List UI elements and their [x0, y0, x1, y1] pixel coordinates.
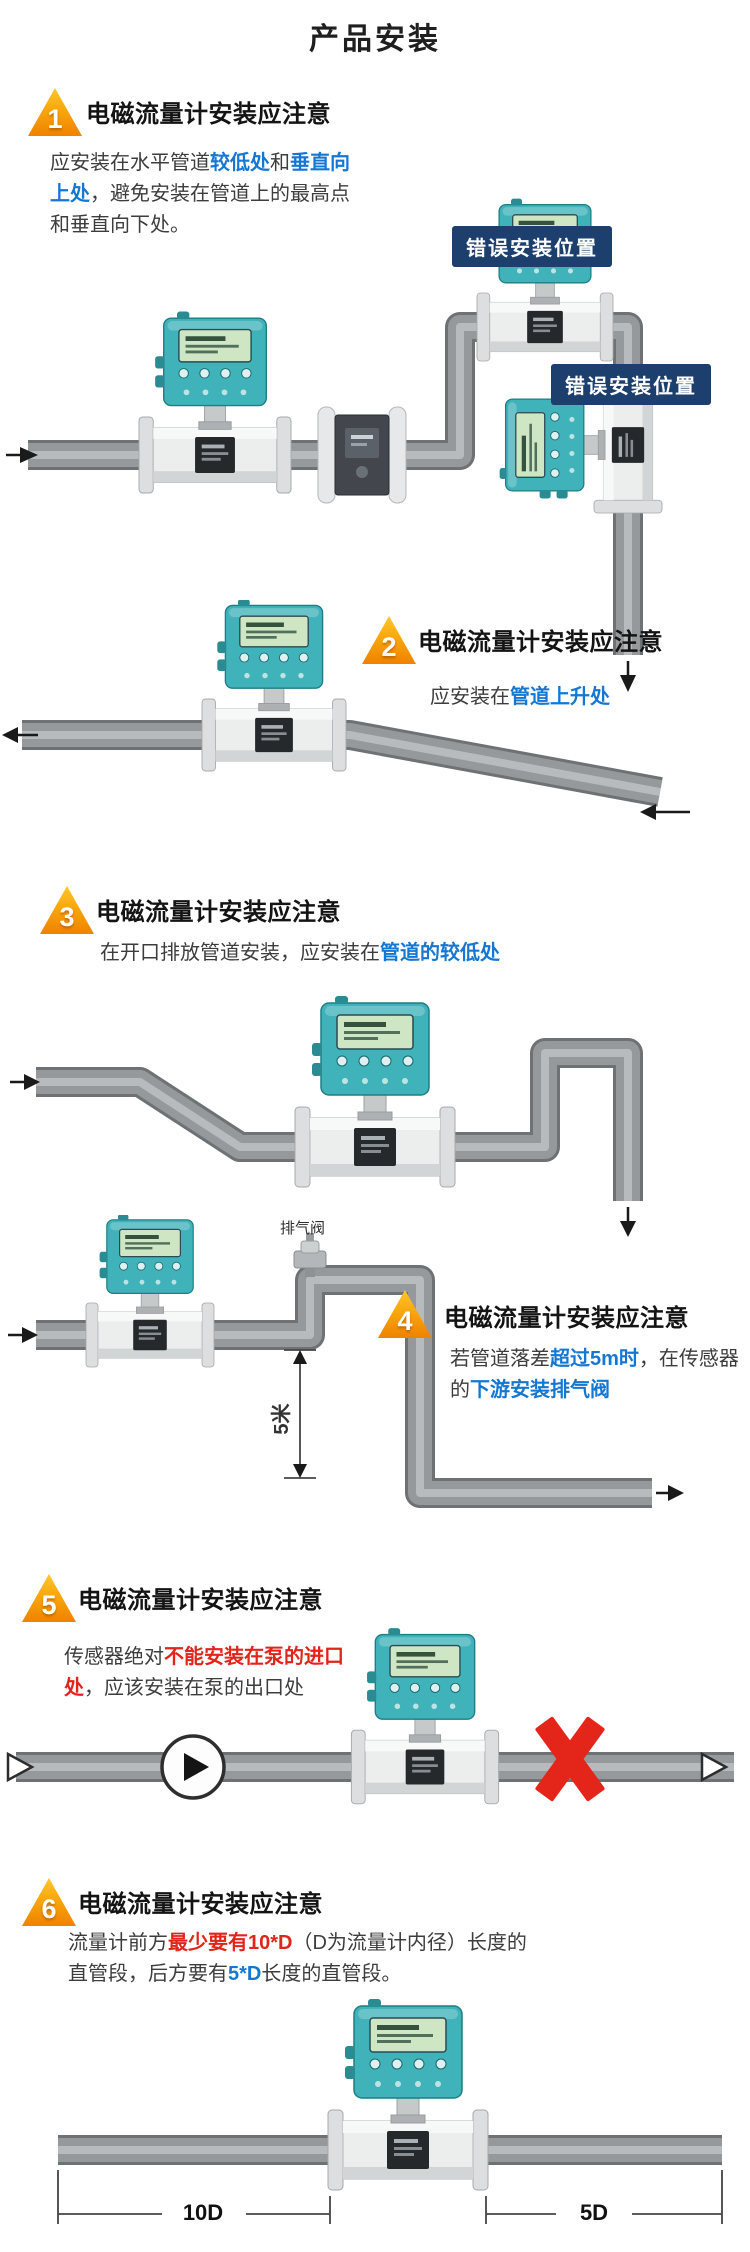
highlight-text: 5*D: [228, 1963, 262, 1985]
front-straight-length-label: 10D: [182, 2200, 224, 2225]
badge-number: 1: [47, 104, 63, 134]
section-2-title: 电磁流量计安装应注意: [418, 629, 663, 656]
section-4-title: 电磁流量计安装应注意: [444, 1305, 689, 1332]
pump-icon: [160, 1734, 226, 1800]
text-run: 应安装在水平管道: [50, 152, 210, 174]
illustration-1: [6, 198, 663, 692]
illustration-6: [57, 1998, 723, 2224]
section-3-title: 电磁流量计安装应注意: [96, 899, 341, 926]
flow-arrow-right-icon: [656, 1485, 684, 1501]
section-6-text: 流量计前方最少要有10*D（D为流量计内径）长度的直管段，后方要有5*D长度的直…: [68, 1928, 538, 1990]
section-3-text: 在开口排放管道安装，应安装在管道的较低处: [100, 938, 500, 969]
highlight-text: 管道的较低处: [380, 942, 500, 964]
pipe: [36, 1265, 652, 1508]
badge-number: 4: [397, 1306, 413, 1336]
vent-valve-icon: [293, 1233, 327, 1277]
wrong-mark-icon: [535, 1716, 605, 1802]
pipe: [22, 720, 663, 807]
flowmeter-graphic: [201, 600, 347, 772]
text-run: 若管道落差: [450, 1348, 550, 1370]
highlight-text: 垂直向上处: [50, 152, 350, 205]
text-run: 流量计前方: [68, 1932, 168, 1954]
highlight-text: 较低处: [210, 152, 270, 174]
section-1-title: 电磁流量计安装应注意: [86, 101, 331, 128]
badge-number: 3: [59, 902, 75, 932]
illustration-3: [10, 995, 643, 1237]
section-5-title: 电磁流量计安装应注意: [78, 1587, 323, 1614]
section-6-title: 电磁流量计安装应注意: [78, 1891, 323, 1918]
dimension-line: [284, 1349, 316, 1479]
pipe: [36, 1038, 643, 1201]
text-run: ，避免安装在管道上的最高点和垂直向下处。: [50, 183, 350, 236]
flowmeter-graphic: [138, 310, 292, 494]
section-2-text: 应安装在管道上升处: [430, 682, 610, 713]
highlight-text: 超过5m时: [550, 1348, 639, 1370]
illustration-5: [6, 1628, 734, 1805]
badge-number: 2: [381, 632, 397, 662]
highlight-text: 不能安装在泵的进口处: [64, 1646, 344, 1699]
wrong-position-label: 错误安装位置: [452, 226, 612, 267]
text-run: 在开口排放管道安装，应安装在: [100, 942, 380, 964]
flow-arrow-down-icon: [620, 1207, 636, 1237]
highlight-text: 下游安装排气阀: [470, 1379, 610, 1401]
back-straight-length-label: 5D: [579, 2200, 609, 2225]
flow-arrow-right-icon: [6, 1751, 35, 1783]
badge-number: 5: [41, 1590, 57, 1620]
section-3-badge: 3: [40, 886, 94, 934]
dimension-line: [57, 2170, 723, 2224]
flowmeter-highpoint-graphic: [476, 198, 614, 362]
drop-height-label: 5米: [271, 1403, 293, 1435]
text-run: ，应该安装在泵的出口处: [84, 1677, 304, 1699]
text-run: 传感器绝对: [64, 1646, 164, 1668]
text-run: 和: [270, 152, 290, 174]
page-title: 产品安装: [309, 23, 441, 56]
flow-arrow-right-icon: [10, 1074, 40, 1090]
badge-number: 6: [41, 1894, 57, 1924]
text-run: 长度的直管段。: [261, 1963, 402, 1985]
wrong-position-label: 错误安装位置: [551, 364, 711, 405]
flowmeter-side-graphic: [317, 406, 407, 504]
text-run: 应安装在: [430, 686, 510, 708]
highlight-text: 最少要有10*D: [168, 1932, 293, 1954]
section-5-text: 传感器绝对不能安装在泵的进口处，应该安装在泵的出口处: [64, 1642, 364, 1704]
flowmeter-graphic: [350, 1628, 500, 1805]
flow-arrow-left-icon: [2, 727, 38, 743]
section-5-badge: 5: [22, 1574, 76, 1622]
flow-arrow-right-icon: [8, 1327, 38, 1343]
flow-arrow-right-icon: [700, 1751, 729, 1783]
section-1-text: 应安装在水平管道较低处和垂直向上处，避免安装在管道上的最高点和垂直向下处。: [50, 148, 358, 241]
vent-valve-label: 排气阀: [280, 1220, 326, 1237]
text-run: （D为流量计内径）长度的直管段，后方要有: [68, 1932, 527, 1985]
flow-arrow-left-icon: [640, 804, 690, 820]
flow-arrow-down-icon: [620, 661, 636, 692]
illustration-2: [2, 600, 690, 820]
flowmeter-graphic: [85, 1215, 215, 1368]
flowmeter-graphic: [327, 1998, 489, 2191]
flow-arrow-right-icon: [6, 447, 38, 463]
highlight-text: 管道上升处: [510, 686, 610, 708]
flowmeter-graphic: [294, 995, 456, 1188]
section-6-badge: 6: [22, 1878, 76, 1926]
text-run: ，在传感器的: [450, 1348, 739, 1401]
section-4-text: 若管道落差超过5m时，在传感器的下游安装排气阀: [450, 1344, 740, 1406]
illustration-4: [8, 1215, 684, 1508]
